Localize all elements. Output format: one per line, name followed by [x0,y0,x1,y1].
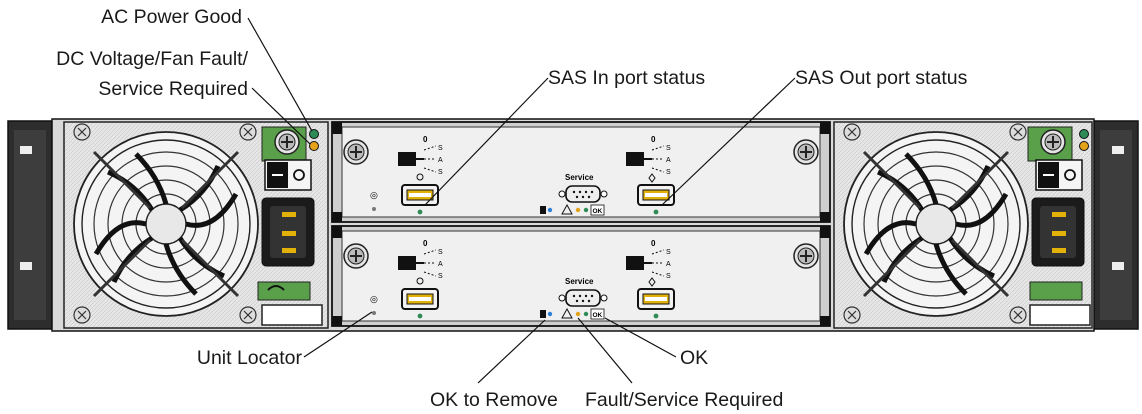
unit-locator-led [372,311,376,315]
sas-out-led [653,209,659,215]
sas-in-led [417,209,423,215]
ok-to-remove-led [547,311,553,317]
svg-text:S: S [438,249,443,256]
svg-text:◎: ◎ [370,190,378,200]
label-fault-service: Fault/Service Required [585,389,784,411]
label-ac-power-good: AC Power Good [101,6,242,28]
svg-text:A: A [666,157,671,164]
label-ok-to-remove: OK to Remove [430,389,558,411]
svg-text:0: 0 [651,135,656,144]
svg-text:S: S [438,273,443,280]
label-dc-fault-line1: DC Voltage/Fan Fault/ [56,48,248,70]
svg-text:S: S [666,273,671,280]
svg-text:0: 0 [423,135,428,144]
svg-text:◎: ◎ [370,294,378,304]
svg-text:S: S [666,169,671,176]
right-power-supply [833,121,1093,329]
svg-text:OK: OK [593,208,603,215]
svg-text:S: S [666,145,671,152]
ok-led [583,311,589,317]
svg-text:A: A [438,157,443,164]
left-power-supply [63,121,329,329]
svg-text:0: 0 [651,239,656,248]
svg-text:Service: Service [565,277,594,286]
svg-text:S: S [438,169,443,176]
ac-power-good-led-right [1079,129,1089,139]
leader-lines [247,17,796,384]
service-label: Service [565,173,594,182]
svg-text:S: S [666,249,671,256]
io-module-top: 0 S A S ◎ Service OK 0 S A S [331,121,831,223]
svg-text:S: S [438,145,443,152]
fault-led [575,311,581,317]
sas-out-port[interactable] [637,184,675,206]
dc-fault-led [309,141,319,151]
svg-text:0: 0 [423,239,428,248]
sas-in-port[interactable] [401,184,439,206]
label-unit-locator: Unit Locator [196,347,302,369]
svg-text:A: A [438,261,443,268]
io-module-bottom: 0 S A S ◎ Service OK 0 S A S [331,225,831,327]
label-sas-out: SAS Out port status [795,67,968,89]
dc-fault-led-right [1079,141,1089,151]
label-ok: OK [680,347,709,369]
svg-text:OK: OK [593,312,603,319]
ac-power-good-led [309,129,319,139]
label-sas-in: SAS In port status [548,67,706,89]
label-dc-fault-line2: Service Required [98,78,248,100]
service-port[interactable] [565,185,601,203]
svg-text:A: A [666,261,671,268]
